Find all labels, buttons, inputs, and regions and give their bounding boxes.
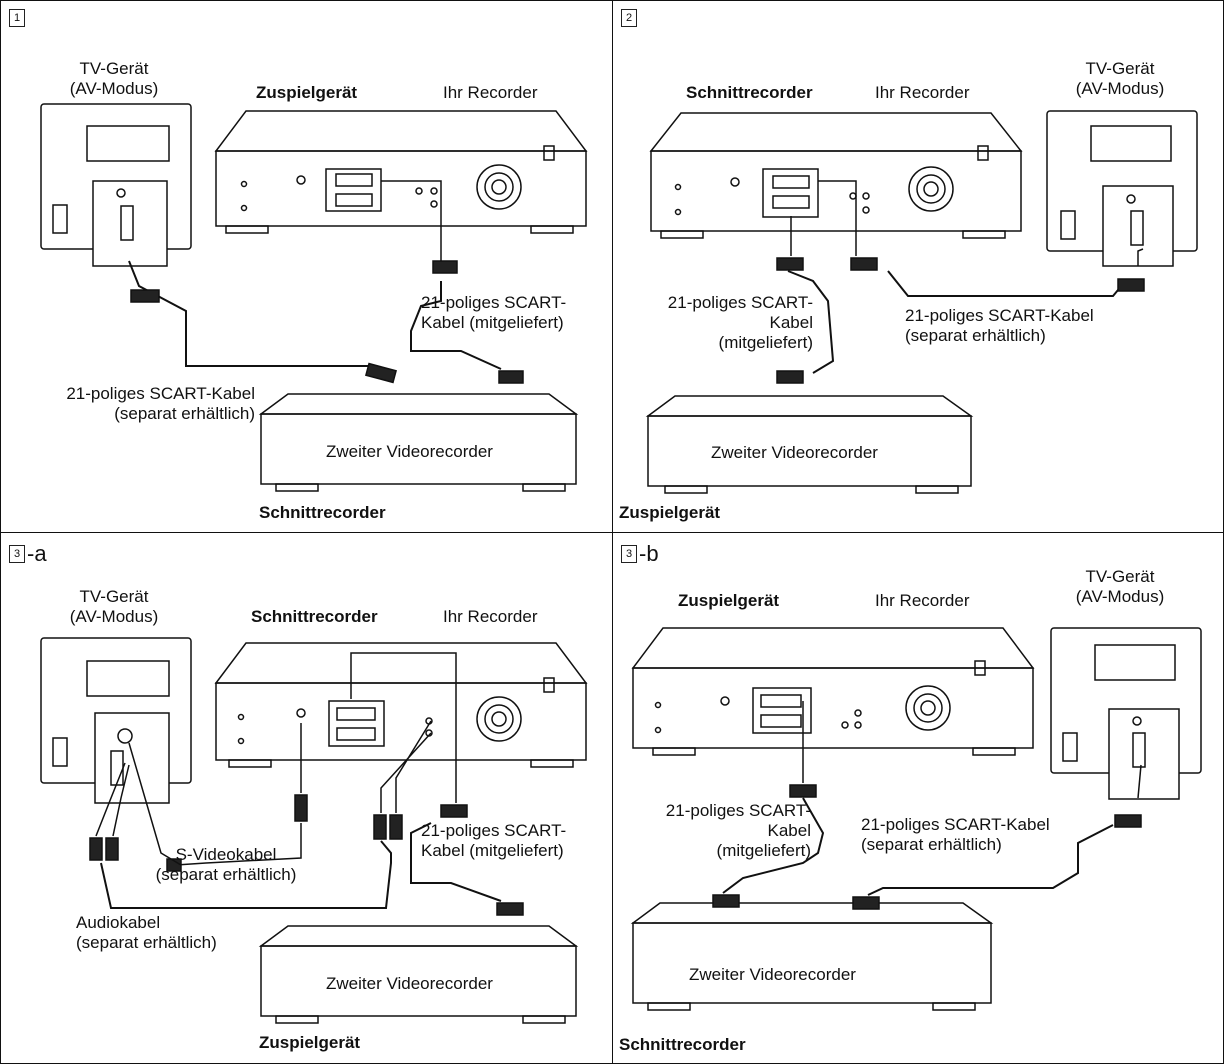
tv-label: TV-Gerät (AV-Modus) <box>69 587 159 626</box>
scart-cable-separate-label: 21-poliges SCART-Kabel (separat erhältli… <box>66 384 255 423</box>
tv-label: TV-Gerät (AV-Modus) <box>69 59 159 98</box>
panel-number: 2 <box>621 9 637 27</box>
source-label: Zuspielgerät <box>678 591 780 610</box>
source-label: Schnittrecorder <box>251 607 378 626</box>
second-vcr-label: Zweiter Videorecorder <box>689 965 856 984</box>
tv-label: TV-Gerät (AV-Modus) <box>1075 59 1165 98</box>
source-label: Zuspielgerät <box>256 83 358 102</box>
tv-set-icon <box>1050 627 1202 800</box>
tv-set-icon <box>40 103 192 267</box>
panel-number-badge: 3 -a <box>9 541 47 567</box>
second-vcr-icon <box>645 395 974 494</box>
vcr-recorder-icon <box>214 110 588 234</box>
recorder-label: Ihr Recorder <box>443 607 538 626</box>
source-label: Schnittrecorder <box>686 83 813 102</box>
vcr-recorder-icon <box>214 642 588 768</box>
panel-3a-drawing <box>40 637 588 1024</box>
recorder-label: Ihr Recorder <box>875 83 970 102</box>
bottom-device-label: Zuspielgerät <box>259 1033 361 1052</box>
panel-3b: 3 -b Zuspielgerät Ihr Recorder TV-Gerät … <box>612 532 1224 1064</box>
panel-number-badge: 1 <box>9 9 27 27</box>
panel-1-drawing <box>40 103 588 492</box>
second-vcr-icon <box>258 925 579 1024</box>
panel-suffix: -b <box>639 541 659 566</box>
tv-set-icon <box>1046 110 1198 267</box>
panel-number: 3 <box>621 545 637 563</box>
panel-3a: 3 -a TV-Gerät (AV-Modus) Schnittrecorder… <box>0 532 613 1064</box>
panel-2-drawing <box>645 110 1198 494</box>
scart-cable-supplied-label: 21-poliges SCART- Kabel (mitgeliefert) <box>421 821 567 860</box>
audio-cable-label: Audiokabel (separat erhältlich) <box>76 913 217 952</box>
vcr-recorder-icon <box>649 112 1023 239</box>
recorder-label: Ihr Recorder <box>443 83 538 102</box>
tv-set-icon <box>40 637 192 804</box>
panel-number: 3 <box>9 545 25 563</box>
second-vcr-icon <box>258 393 579 492</box>
scart-cable-separate-label: 21-poliges SCART-Kabel (separat erhältli… <box>861 815 1050 854</box>
scart-cable-separate-label: 21-poliges SCART-Kabel (separat erhältli… <box>905 306 1094 345</box>
scart-cable-supplied-label: 21-poliges SCART- Kabel (mitgeliefert) <box>665 801 811 860</box>
scart-cable-supplied-label: 21-poliges SCART- Kabel (mitgeliefert) <box>667 293 813 352</box>
second-vcr-icon <box>630 902 994 1011</box>
vcr-recorder-icon <box>631 627 1035 756</box>
second-vcr-label: Zweiter Videorecorder <box>711 443 878 462</box>
panel-number-badge: 2 <box>621 9 639 27</box>
bottom-device-label: Schnittrecorder <box>259 503 386 522</box>
panel-number: 1 <box>9 9 25 27</box>
s-video-cable-label: S-Videokabel (separat erhältlich) <box>155 845 297 884</box>
bottom-device-label: Schnittrecorder <box>619 1035 746 1054</box>
panel-3b-drawing <box>630 627 1202 1011</box>
panel-2: 2 Schnittrecorder Ihr Recorder TV-Gerät … <box>612 0 1224 533</box>
panel-1: 1 TV-Gerät (AV-Modus) Zuspielgerät Ihr R… <box>0 0 613 533</box>
second-vcr-label: Zweiter Videorecorder <box>326 442 493 461</box>
scart-cable-supplied-label: 21-poliges SCART- Kabel (mitgeliefert) <box>421 293 567 332</box>
recorder-label: Ihr Recorder <box>875 591 970 610</box>
panel-suffix: -a <box>27 541 47 566</box>
tv-label: TV-Gerät (AV-Modus) <box>1075 567 1165 606</box>
bottom-device-label: Zuspielgerät <box>619 503 721 522</box>
panel-number-badge: 3 -b <box>621 541 659 567</box>
second-vcr-label: Zweiter Videorecorder <box>326 974 493 993</box>
